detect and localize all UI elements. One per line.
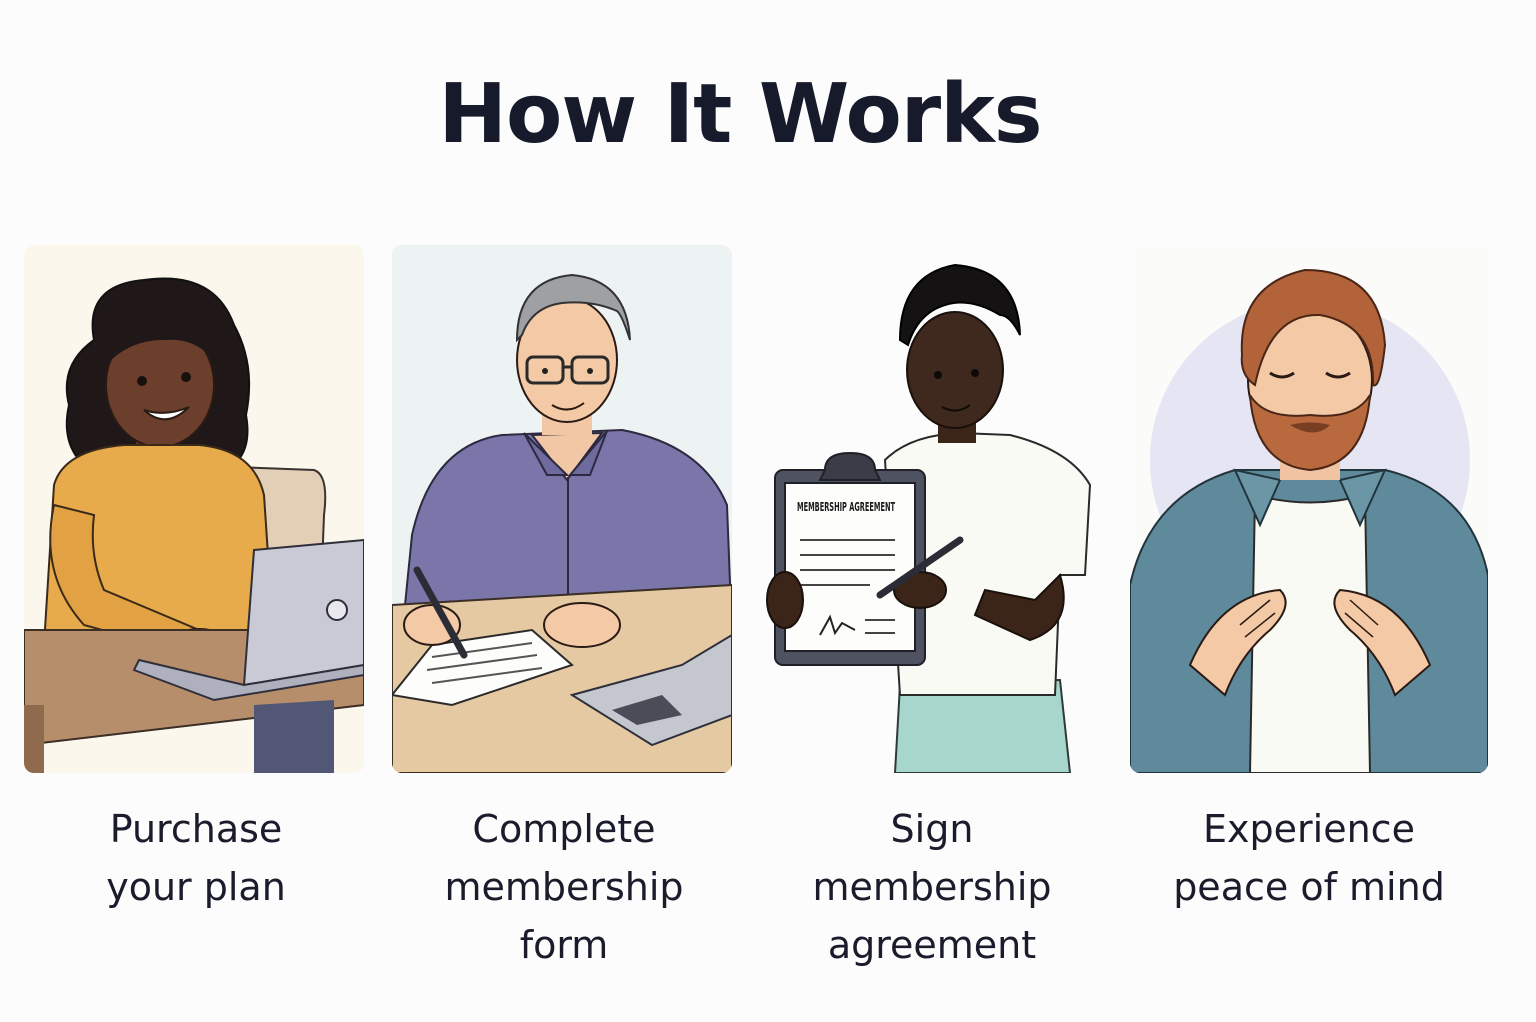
step-peace-of-mind: Experience peace of mind (1130, 245, 1488, 909)
page-title: How It Works (438, 67, 1042, 162)
step-label: Sign membership agreement (720, 800, 1144, 974)
illustration-man-calm (1130, 245, 1488, 773)
step-label: Experience peace of mind (1097, 800, 1521, 916)
step-label-line: agreement (827, 923, 1037, 967)
step-label-line: form (519, 923, 609, 967)
illustration-person-clipboard: MEMBERSHIP AGREEMENT (760, 245, 1100, 773)
step-label-line: Purchase (109, 807, 283, 851)
step-label: Complete membership form (352, 800, 776, 974)
step-label-line: your plan (106, 865, 286, 909)
clipboard-text: MEMBERSHIP AGREEMENT (797, 500, 895, 514)
step-complete-form: Complete membership form (392, 245, 736, 967)
step-label-line: membership (444, 865, 684, 909)
step-purchase-plan: Purchase your plan (24, 245, 368, 909)
step-label: Purchase your plan (0, 800, 408, 916)
step-label-line: Complete (472, 807, 656, 851)
step-label-line: Sign (890, 807, 974, 851)
step-sign-agreement: MEMBERSHIP AGREEMENT Sign membership agr… (760, 245, 1104, 967)
step-label-line: membership (812, 865, 1052, 909)
step-label-line: peace of mind (1173, 865, 1445, 909)
step-label-line: Experience (1203, 807, 1415, 851)
illustration-woman-laptop (24, 245, 364, 773)
illustration-man-writing-form (392, 245, 732, 773)
